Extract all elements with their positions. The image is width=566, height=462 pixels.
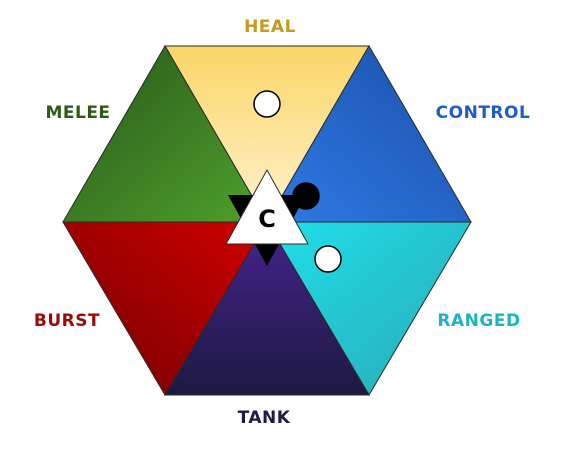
ranged-marker bbox=[314, 245, 342, 273]
role-label-burst: BURST bbox=[34, 311, 100, 331]
center-letter: C bbox=[258, 205, 276, 233]
melee-sector bbox=[62, 45, 268, 223]
control-marker bbox=[292, 182, 320, 210]
role-label-ranged: RANGED bbox=[437, 311, 520, 331]
role-label-heal: HEAL bbox=[244, 17, 296, 37]
role-label-melee: MELEE bbox=[45, 103, 110, 123]
center-light-triangle bbox=[225, 168, 309, 245]
role-label-tank: TANK bbox=[238, 408, 291, 428]
role-label-control: CONTROL bbox=[436, 103, 531, 123]
heal-marker bbox=[253, 90, 281, 118]
